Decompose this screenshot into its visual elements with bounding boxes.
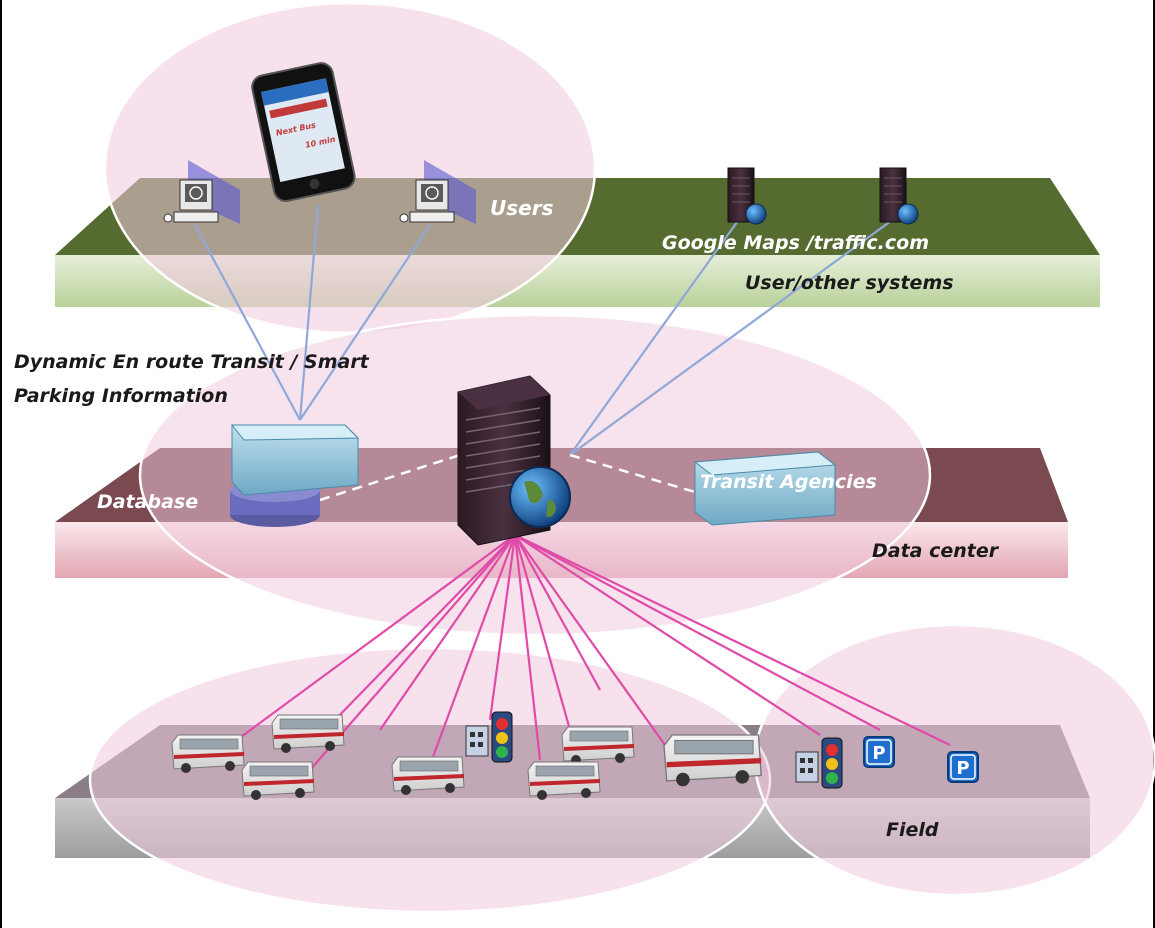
- bus-icon: [171, 734, 245, 774]
- bus-icon: [391, 756, 465, 796]
- traffic-signal-icon: [465, 711, 513, 763]
- parking-sign-icon: P: [863, 736, 895, 768]
- dynamic-info-label-line1: Dynamic En route Transit / Smart: [14, 351, 370, 373]
- database-label: Database: [97, 491, 198, 513]
- datacenter-links: [319, 453, 696, 502]
- user-links: [194, 204, 896, 456]
- bus-icon: [561, 726, 635, 766]
- bus-icon: [527, 761, 601, 801]
- bus-icon: [663, 734, 762, 787]
- google-maps-label: Google Maps /traffic.com: [662, 232, 929, 254]
- user-systems-label: User/other systems: [745, 272, 954, 294]
- database-icon: [230, 424, 360, 527]
- bus-icon: [241, 761, 315, 801]
- transit-agencies-box-icon: [693, 451, 837, 526]
- dynamic-info-label-line2: Parking Information: [14, 385, 228, 407]
- field-label: Field: [886, 819, 939, 841]
- field-links: [229, 534, 951, 771]
- desktop-computer-icon: [399, 160, 476, 224]
- data-center-label: Data center: [872, 540, 1000, 562]
- users-label: Users: [490, 196, 554, 220]
- parking-sign-glyph: P: [872, 743, 885, 764]
- smartphone-icon: Next Bus 10 min: [251, 62, 356, 202]
- main-server-icon: [457, 375, 571, 546]
- parking-sign-icon: P: [947, 751, 979, 783]
- traffic-signal-icon: [795, 737, 843, 789]
- desktop-computer-icon: [163, 160, 240, 224]
- parking-sign-glyph: P: [956, 758, 969, 779]
- transit-agencies-label: Transit Agencies: [700, 471, 877, 493]
- bus-icon: [271, 714, 345, 754]
